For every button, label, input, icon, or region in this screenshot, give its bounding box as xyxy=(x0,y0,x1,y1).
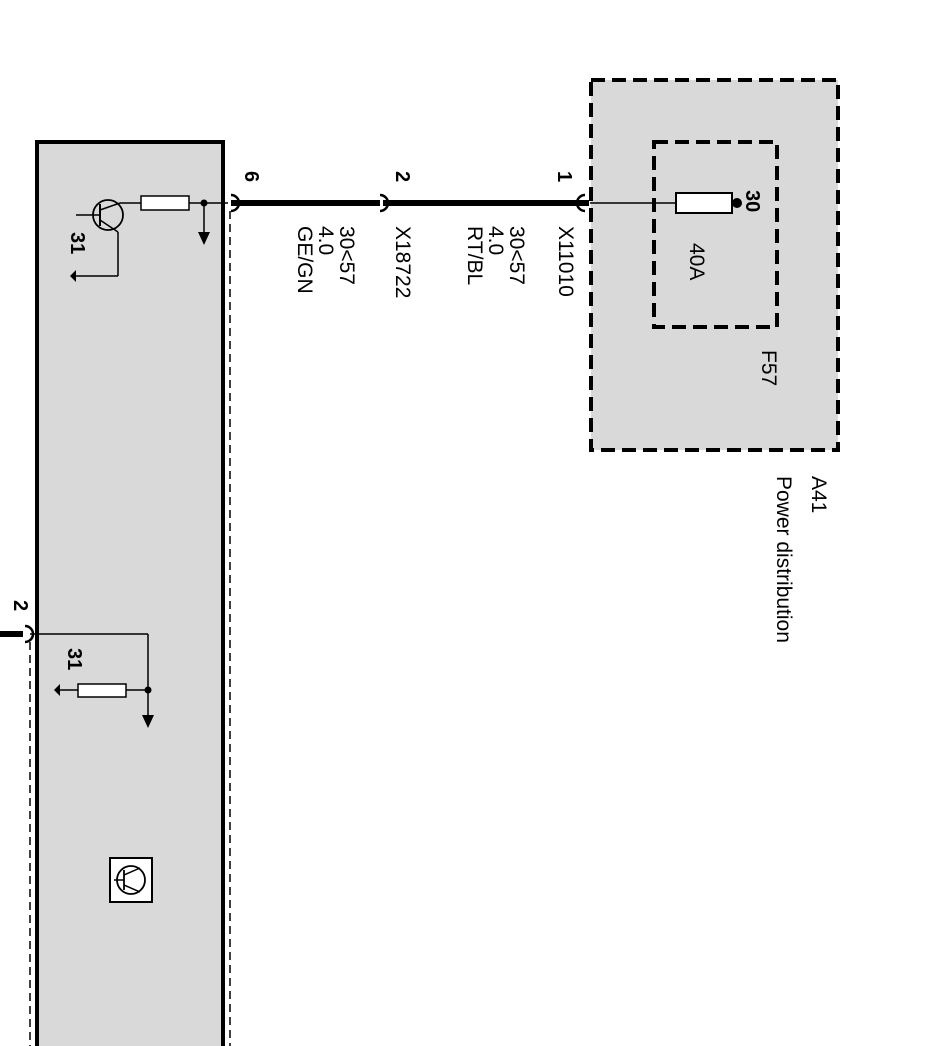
pin-2-label: 2 xyxy=(391,171,413,182)
control-unit-e xyxy=(123,884,141,893)
fuse-rating-label: 40A xyxy=(685,243,708,280)
connector-pin2-left xyxy=(24,624,35,644)
fuse-box xyxy=(652,140,779,329)
connector-x18722 xyxy=(379,193,390,213)
transistor-emitter xyxy=(99,219,119,233)
ground-label-top: 31 xyxy=(66,232,88,254)
pin-6-label: 6 xyxy=(240,171,262,182)
wire-1-circuit: 30<57 xyxy=(505,226,528,285)
pin-2-left-label: 2 xyxy=(9,600,31,611)
power-distribution-box xyxy=(589,78,840,452)
ground-label-bottom: 31 xyxy=(63,648,85,670)
wire-2-size: 4.0 xyxy=(314,226,337,255)
resistor-top xyxy=(140,195,190,211)
pin-1-label: 1 xyxy=(553,171,575,182)
fuse-terminal-label: 30 xyxy=(741,190,763,212)
resistor-bottom xyxy=(77,683,127,698)
fuse-terminal-dot xyxy=(732,198,742,208)
connector-x11010-label: X11010 xyxy=(554,226,577,297)
wire-1-size: 4.0 xyxy=(484,226,507,255)
wire-2-color: GE/GN xyxy=(293,226,316,294)
wire-2-circuit: 30<57 xyxy=(335,226,358,285)
connector-pin6 xyxy=(230,193,241,213)
connector-x18722-label: X18722 xyxy=(391,226,414,298)
wire-1-color: RT/BL xyxy=(463,226,486,285)
arrow-top-head xyxy=(198,232,210,245)
ground-bottom-symbol xyxy=(54,684,60,696)
fuse-id-label: F57 xyxy=(757,350,780,386)
connector-x11010 xyxy=(575,193,586,213)
ground-top-symbol xyxy=(70,270,76,282)
arrow-bottom-head xyxy=(142,715,154,728)
power-distribution-name: Power distribution xyxy=(772,476,795,643)
fuse-symbol xyxy=(675,192,733,214)
control-unit-c xyxy=(123,867,141,876)
control-module xyxy=(35,140,225,1046)
power-distribution-id: A41 xyxy=(807,476,830,513)
transistor-collector xyxy=(99,202,121,211)
